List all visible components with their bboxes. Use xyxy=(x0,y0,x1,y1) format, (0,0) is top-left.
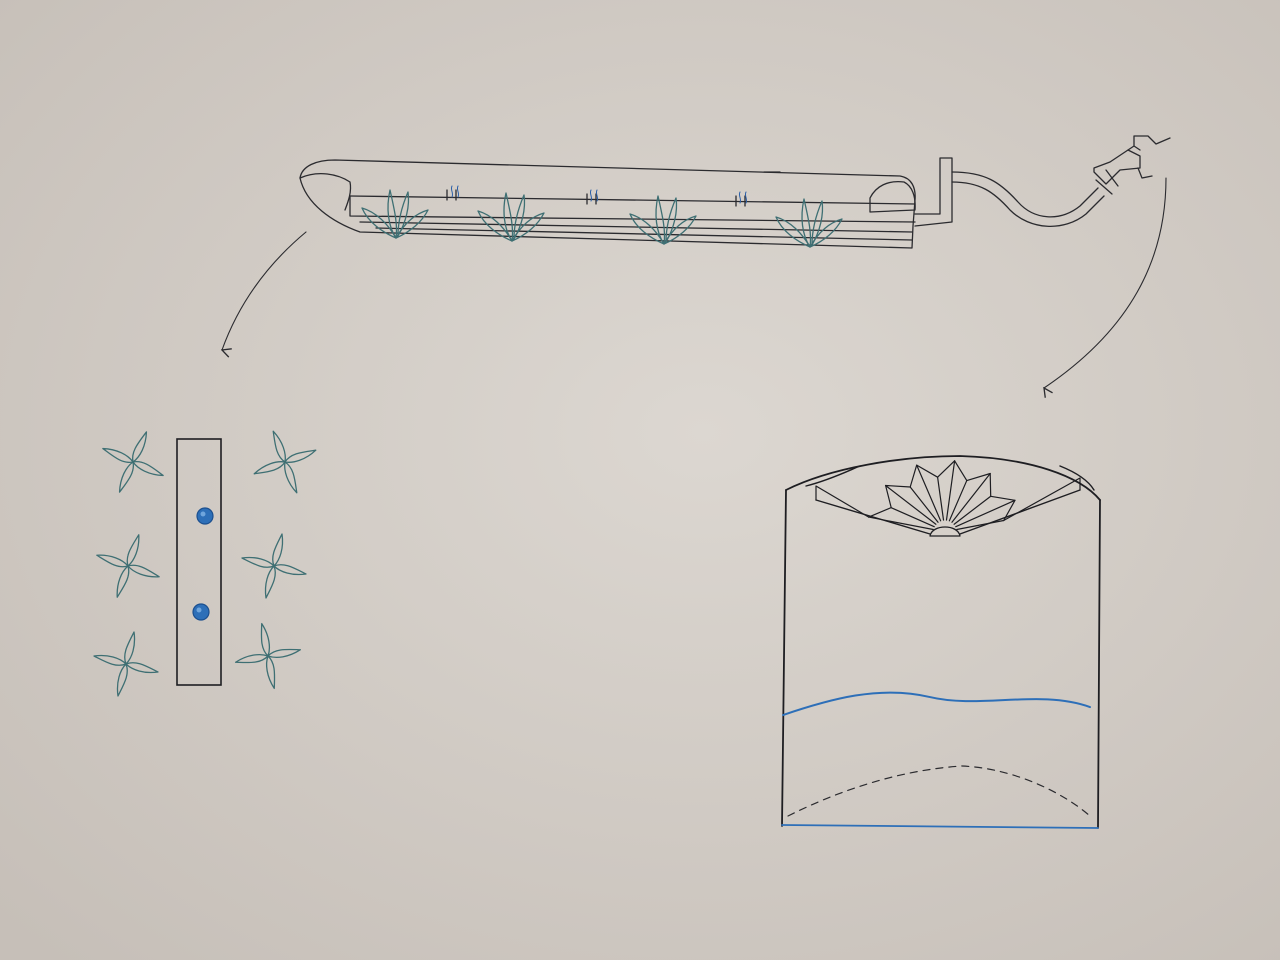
emitter-dot xyxy=(193,604,209,620)
emitter-dot xyxy=(197,508,213,524)
